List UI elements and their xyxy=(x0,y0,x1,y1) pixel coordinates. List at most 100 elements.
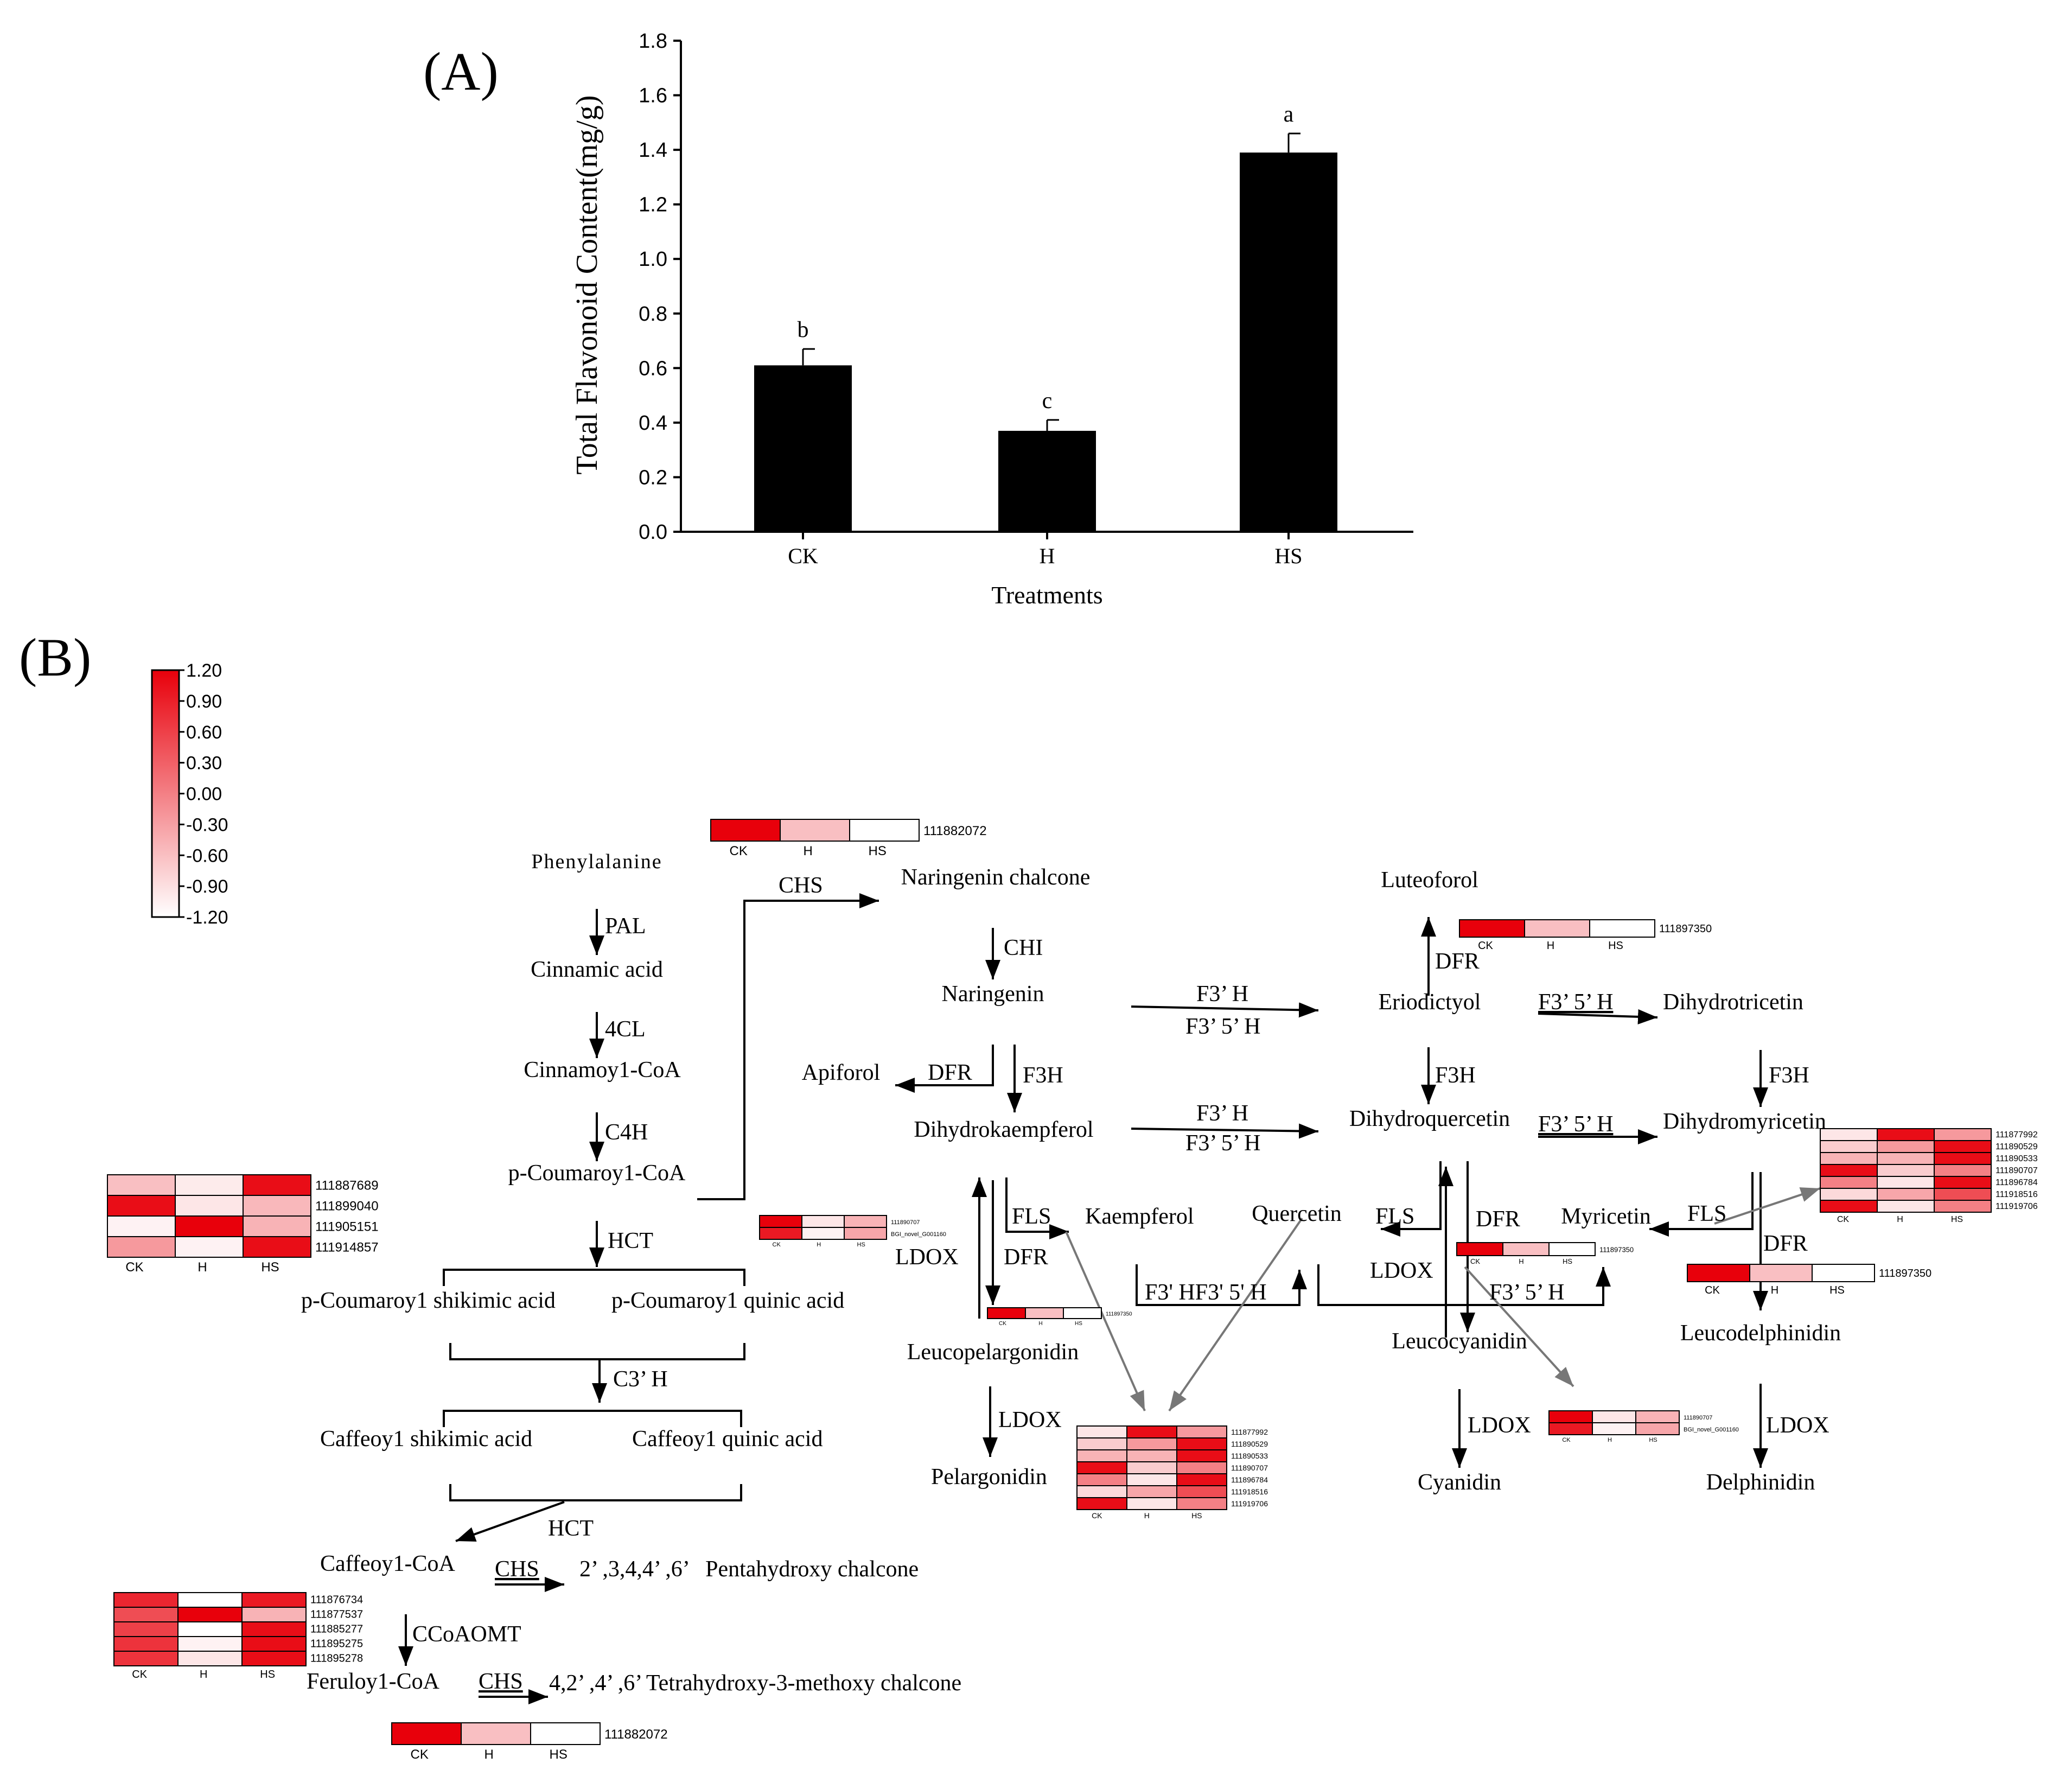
y-axis-title: Total Flavonoid Content(mg/g) xyxy=(570,95,604,474)
heatmap-cell xyxy=(1877,1200,1935,1213)
bar-ck xyxy=(754,365,852,532)
heatmap-gene-id: 111897350 xyxy=(1599,1245,1634,1253)
heatmap-cell xyxy=(461,1722,531,1745)
enzyme-ldox-delphinidin: LDOX xyxy=(1766,1413,1829,1438)
compound-tetrahydroxy-chalcone: 4,2’ ,4’ ,6’ Tetrahydroxy-3-methoxy chal… xyxy=(549,1671,961,1696)
y-ticks: 0.00.20.40.60.81.01.21.41.61.8 xyxy=(639,30,681,544)
heatmap-cell xyxy=(113,1621,178,1637)
enzyme-4cl: 4CL xyxy=(605,1017,646,1042)
pathway-arrows xyxy=(398,893,1768,1704)
enzyme-c3h: C3’ H xyxy=(613,1367,668,1392)
heatmap-cell xyxy=(1176,1437,1227,1450)
enzyme-f35h-top: F3’ 5’ H xyxy=(1185,1014,1260,1039)
compound-leucopelargonidin: Leucopelargonidin xyxy=(907,1340,1079,1365)
heatmap-col-label: HS xyxy=(550,1747,568,1762)
heatmap-cell xyxy=(849,819,920,842)
heatmap-cell xyxy=(1176,1473,1227,1486)
heatmap-col-label: H xyxy=(484,1747,494,1762)
compound-labels: Phenylalanine Cinnamic acid Cinnamoy1-Co… xyxy=(301,850,1841,1696)
heatmap-cell xyxy=(1076,1449,1127,1462)
heatmap-cell xyxy=(1592,1422,1636,1435)
heatmap-cell xyxy=(177,1636,243,1652)
enzyme-fls-left: FLS xyxy=(1012,1204,1051,1229)
heatmap-col-label: HS xyxy=(260,1669,275,1680)
x-tick-label: H xyxy=(1040,544,1055,568)
enzyme-dfr-apiforol: DFR xyxy=(928,1060,972,1085)
enzyme-f35h-right-top: F3’ 5’ H xyxy=(1538,990,1613,1015)
heatmap-col-label: H xyxy=(1144,1511,1150,1520)
heatmap-gene-id: 111914857 xyxy=(315,1240,379,1255)
heatmap-cell xyxy=(1635,1410,1680,1423)
heatmap-gene-id: 111897350 xyxy=(1659,923,1712,935)
y-tick-label: 1.2 xyxy=(639,194,667,217)
heatmap-cell xyxy=(530,1722,601,1745)
compound-dihydromyricetin: Dihydromyricetin xyxy=(1663,1109,1826,1134)
heatmap-cell xyxy=(1635,1422,1680,1435)
x-axis-title: Treatments xyxy=(991,581,1102,609)
heatmap-cell xyxy=(844,1227,887,1240)
heatmap-gene-id: 111882072 xyxy=(604,1727,668,1742)
heatmap-gene-id: 111877992 xyxy=(1996,1130,2038,1140)
heatmap-cell xyxy=(1877,1164,1935,1177)
compound-naringenin-chalcone: Naringenin chalcone xyxy=(901,865,1091,890)
compound-kaempferol: Kaempferol xyxy=(1085,1204,1194,1229)
heatmap-gene-id: 111890707 xyxy=(1684,1415,1712,1421)
enzyme-pal: PAL xyxy=(605,914,646,939)
y-tick-label: 0.2 xyxy=(639,466,667,489)
heatmap-col-label: HS xyxy=(1075,1321,1082,1327)
compound-delphinidin: Delphinidin xyxy=(1706,1470,1815,1495)
heatmap-gene-id: 111890707 xyxy=(891,1219,920,1226)
y-tick-label: 1.8 xyxy=(639,30,667,53)
significance-letter: a xyxy=(1284,102,1294,127)
y-tick-label: 0.4 xyxy=(639,412,667,435)
heatmap-gene-id: 111896784 xyxy=(1996,1178,2038,1187)
enzyme-f3h-left: F3H xyxy=(1023,1063,1063,1088)
heatmap-cell xyxy=(175,1236,244,1258)
heatmap-gene-id: 111896784 xyxy=(1231,1475,1268,1484)
bar-hs xyxy=(1240,152,1337,532)
enzyme-chs-mid: CHS xyxy=(495,1557,539,1582)
heatmap-cell xyxy=(391,1722,462,1745)
compound-leucocyanidin: Leucocyanidin xyxy=(1392,1329,1527,1354)
compound-p-coumaroyl-quinic: p-Coumaroy1 quinic acid xyxy=(611,1288,844,1313)
heatmap-col-label: H xyxy=(1897,1215,1903,1224)
heatmap-cell xyxy=(107,1236,176,1258)
enzyme-f35h-right-box: F3’ 5’ H xyxy=(1489,1280,1564,1305)
heatmap-cell xyxy=(107,1215,176,1237)
heatmap-col-label: H xyxy=(197,1260,207,1275)
heatmap-col-label: HS xyxy=(857,1242,865,1248)
compound-luteoforol: Luteoforol xyxy=(1381,868,1478,893)
colorbar-tick-label: -0.90 xyxy=(186,876,228,897)
heatmap-cell xyxy=(1176,1461,1227,1474)
heatmap-cell xyxy=(243,1174,311,1196)
heatmap-col-label: CK xyxy=(773,1242,781,1248)
compound-dihydroquercetin: Dihydroquercetin xyxy=(1349,1106,1510,1131)
enzyme-c4h: C4H xyxy=(605,1120,648,1145)
heatmap-gene-id: 111890533 xyxy=(1996,1154,2038,1163)
heatmap-cell xyxy=(801,1227,845,1240)
heatmap-cell xyxy=(1126,1473,1177,1486)
colorbar-tick-label: 1.20 xyxy=(186,660,222,681)
compound-leucodelphinidin: Leucodelphinidin xyxy=(1680,1321,1841,1346)
heatmap-cell xyxy=(1548,1410,1593,1423)
heatmap-gene-id: 111895278 xyxy=(310,1652,363,1664)
heatmap-cell xyxy=(1749,1264,1813,1282)
heatmap-gene-id: 111918516 xyxy=(1996,1190,2038,1199)
enzyme-labels: PAL 4CL C4H HCT C3’ H HCT CHS CHS CCoAOM… xyxy=(412,873,1829,1694)
heatmap-col-label: CK xyxy=(1837,1215,1850,1224)
heatmap-cell xyxy=(1126,1461,1177,1474)
heatmap-cell xyxy=(1934,1164,1992,1177)
enzyme-dfr-luteoforol: DFR xyxy=(1435,949,1480,974)
heatmap-gene-id: 111919706 xyxy=(1996,1202,2038,1211)
enzyme-f35h-right-mid: F3’ 5’ H xyxy=(1538,1112,1613,1137)
heatmap-cell xyxy=(1820,1188,1878,1201)
enzyme-dfr-left: DFR xyxy=(1004,1245,1048,1270)
heatmap-gene-id: 111899040 xyxy=(315,1199,379,1213)
x-tick-label: CK xyxy=(788,544,818,568)
heatmap-cell xyxy=(1126,1449,1177,1462)
heatmap-cell xyxy=(1934,1128,1992,1141)
heatmap-cell xyxy=(241,1636,307,1652)
